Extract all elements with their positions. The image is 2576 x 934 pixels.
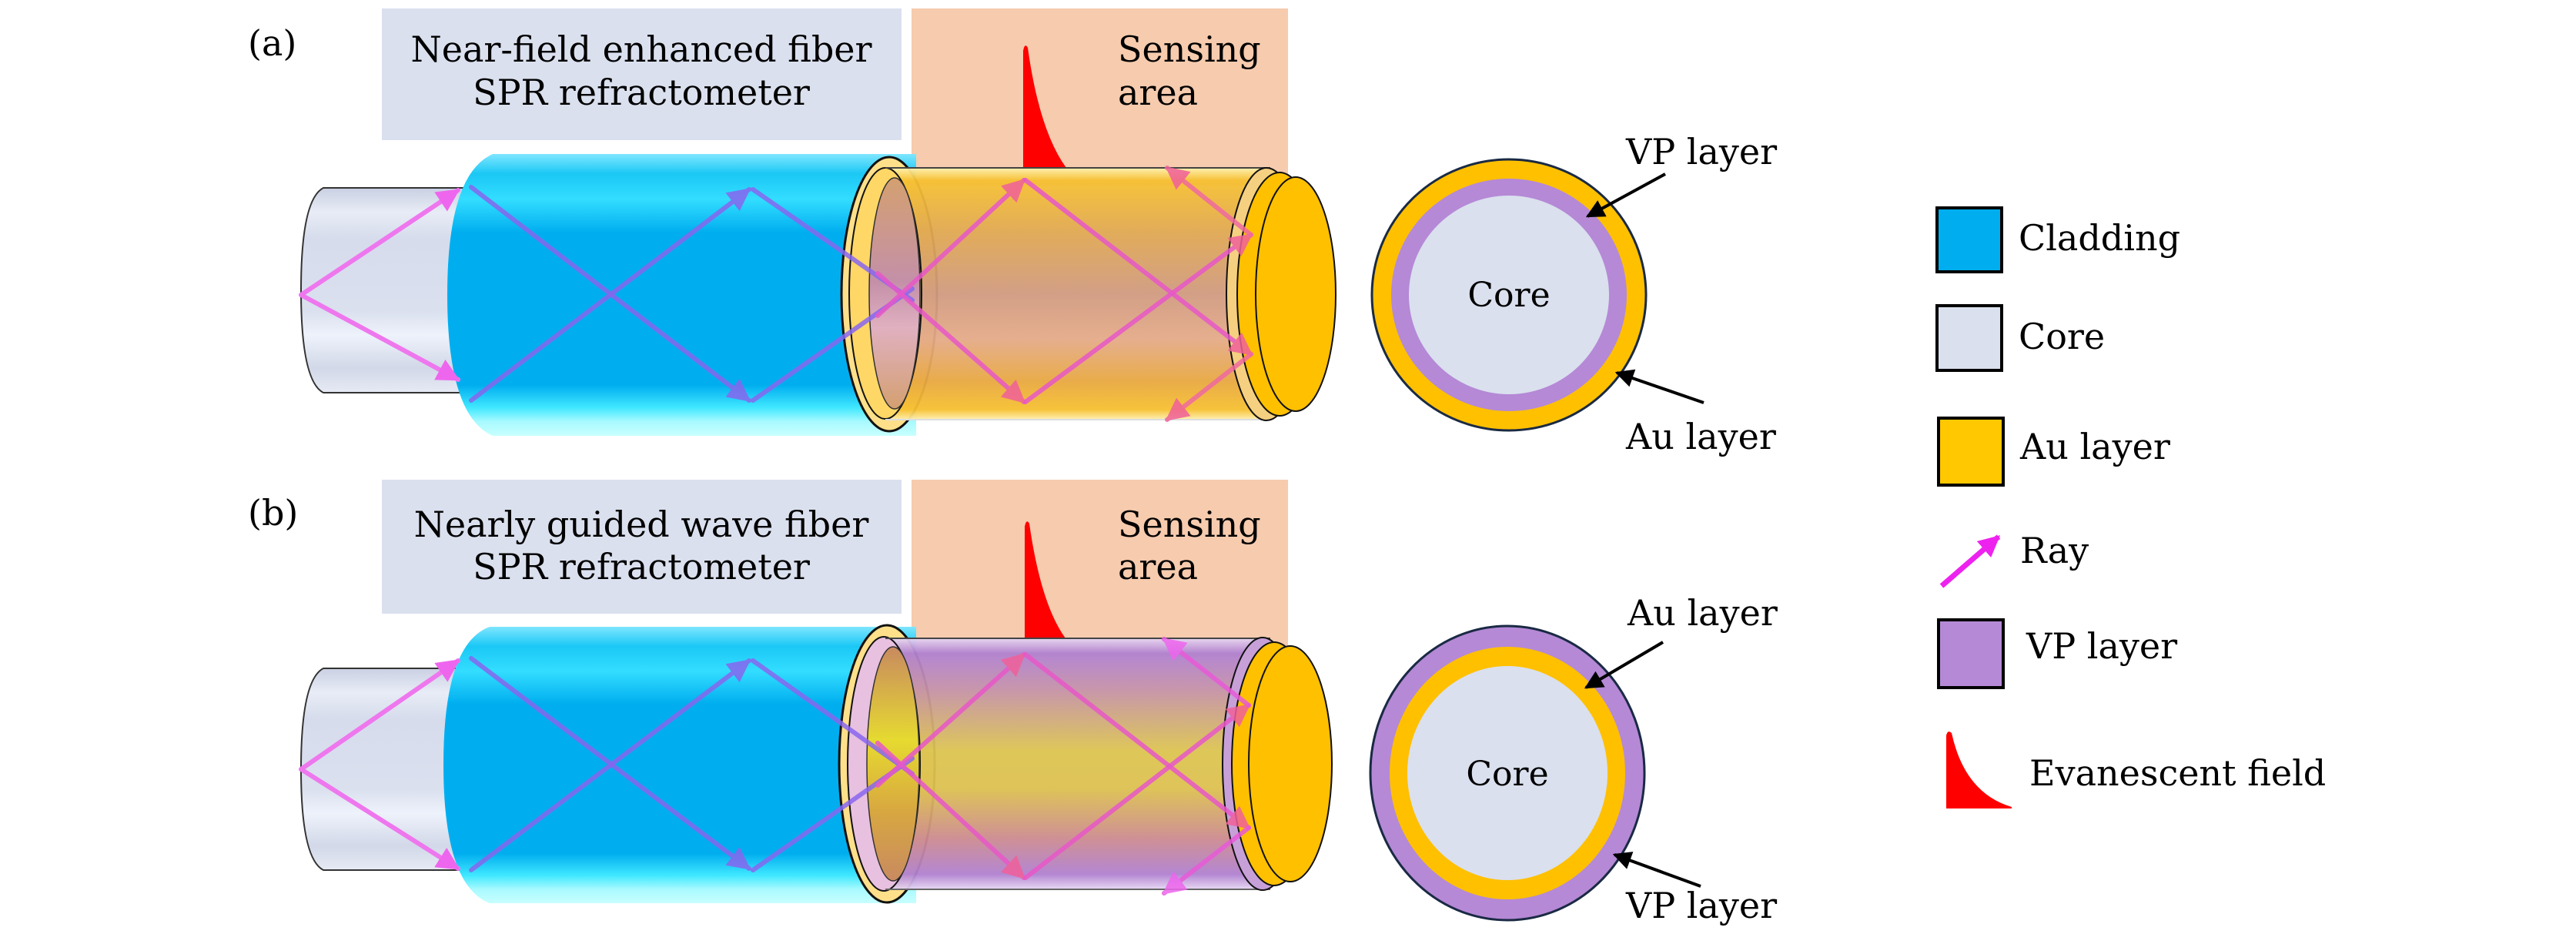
evanescent-field-icon [1946,731,2012,808]
au-layer-pointer-arrow [1614,369,1705,404]
cross-section-bottom-label: VP layer [1625,885,1777,926]
ray-segment [299,188,460,297]
legend: Cladding Core Au layer Ray VP layer Evan… [1935,206,2326,808]
vp-layer-pointer-arrow [1612,852,1701,888]
au-layer-pointer-arrow [1584,641,1664,689]
sensing-area-box [912,8,1288,186]
fiber-type-title-line1: Near-field enhanced fiber [410,28,871,70]
fiber-type-title-line2: SPR refractometer [473,546,810,588]
fiber-core-stub [299,668,474,871]
cross-section-core [1407,666,1607,880]
core-swatch [1935,304,2003,372]
vp-layer-swatch [1937,618,2005,689]
ray-path-b [299,637,1251,896]
ray-segment [1023,652,1251,830]
cross-section-core [1409,196,1609,394]
ray-path-a [299,166,1253,422]
legend-label: VP layer [2026,625,2177,667]
sensing-area-label-line1: Sensing [1118,504,1261,545]
fiber-type-title-line2: SPR refractometer [473,72,810,113]
cross-section-core-label: Core [1467,276,1550,315]
ray-segment [299,293,460,382]
legend-label: Ray [2020,530,2089,571]
legend-label: Cladding [2019,217,2180,259]
sensing-area-label-line1: Sensing [1118,28,1261,70]
ray-segment [1023,178,1253,357]
au-layer-swatch [1937,417,2005,487]
fiber-type-title-line1: Nearly guided wave fiber [414,504,869,545]
legend-label: Au layer [2019,426,2170,467]
ray-segment [751,658,915,776]
panel-tag-a: (a) [248,22,296,64]
ray-segment [1165,166,1253,237]
panel-b: (b) Nearly guided wave fiber SPR refract… [248,480,1778,926]
legend-label: Evanescent field [2029,752,2326,794]
sensing-tube [840,156,1337,433]
fiber-cladding [443,627,916,903]
ray-segment [875,271,1026,404]
fiber-type-title-box [382,8,902,140]
legend-item-ray: Ray [1939,530,2089,588]
cross-section-bottom-label: Au layer [1625,416,1776,457]
legend-item-evanescent-field: Evanescent field [1946,731,2326,808]
ray-arrow-icon [1939,534,2001,588]
cross-section-b: Core Au layer VP layer [1369,592,1778,926]
sensing-area-label-line2: area [1118,72,1198,113]
sensing-tube-end-face [1255,176,1337,412]
ray-segment [299,658,460,772]
ray-segment [1165,352,1253,422]
legend-item-cladding: Cladding [1935,206,2180,273]
cross-section-top-label: Au layer [1627,592,1778,634]
cross-section-a: Core VP layer Au layer [1370,131,1777,457]
cross-section-core-label: Core [1466,755,1548,794]
sensing-area-box [912,480,1288,657]
ray-segment [1023,233,1253,404]
ray-segment [875,741,1026,880]
ray-segment [469,187,751,403]
sensing-tube-end-face [1248,645,1333,882]
ray-segment [299,767,460,871]
ray-segment [469,658,751,872]
fiber-type-title-box [382,480,902,614]
legend-label: Core [2019,316,2105,357]
legend-item-vp-layer: VP layer [1937,618,2177,689]
ray-segment [1023,703,1251,880]
panel-a: (a) Near-field enhanced fiber SPR refrac… [248,8,1777,457]
sensing-tube [838,624,1333,904]
cross-section-top-label: VP layer [1625,131,1777,172]
legend-item-au-layer: Au layer [1937,417,2170,487]
ray-segment [1162,825,1251,896]
vp-layer-pointer-arrow [1585,172,1666,218]
evanescent-field-icon [1023,45,1066,169]
ray-segment [1162,637,1251,708]
sensing-area-label-line2: area [1118,546,1198,588]
panel-tag-b: (b) [248,492,298,534]
cladding-swatch [1935,206,2003,273]
evanescent-field-icon [1025,521,1066,638]
legend-item-core: Core [1935,304,2105,372]
